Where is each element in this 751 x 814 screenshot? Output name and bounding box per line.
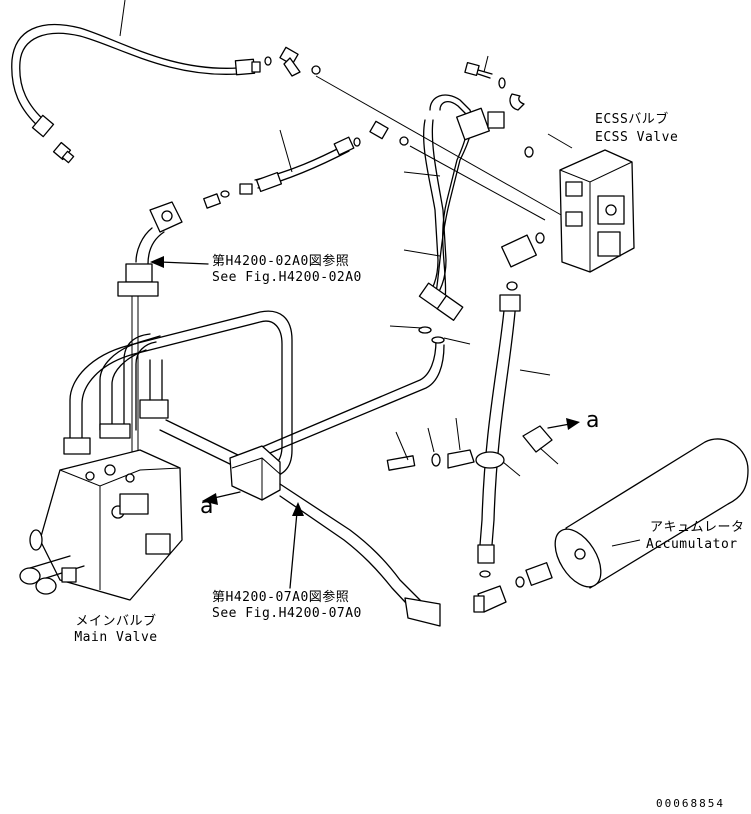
diagonal-pipes xyxy=(159,325,471,467)
right-hose xyxy=(477,281,551,578)
arrow-ref2 xyxy=(289,502,304,589)
reference-2-label-jp: 第H4200-07A0図参照 xyxy=(212,590,350,605)
accumulator-label-en: Accumulator xyxy=(646,537,738,552)
accumulator-fittings xyxy=(473,562,553,613)
left-fitting-block xyxy=(117,201,183,520)
ecss-valve-label-en: ECSS Valve xyxy=(595,130,679,145)
bolt-top xyxy=(464,55,525,111)
ecss-valve xyxy=(547,133,635,273)
reference-1-label-en: See Fig.H4200-02A0 xyxy=(212,270,362,285)
arrow-ref1 xyxy=(150,256,209,268)
reference-2-label-en: See Fig.H4200-07A0 xyxy=(212,606,362,621)
hose-clamps xyxy=(386,417,559,477)
arrow-a-left xyxy=(202,491,241,505)
accumulator-label-jp: アキュムレータ xyxy=(650,520,745,535)
callout-a-left: a xyxy=(200,494,214,519)
ecss-pipes xyxy=(403,94,505,321)
main-valve-label-en: Main Valve xyxy=(74,630,158,645)
callout-a-right: a xyxy=(586,408,600,433)
pipe-bracket xyxy=(229,445,281,501)
upper-hose xyxy=(11,0,261,164)
ecss-valve-label-jp: ECSSバルブ xyxy=(595,112,669,127)
drawing-number: 00068854 xyxy=(656,797,725,810)
accumulator xyxy=(554,438,749,589)
ecss-fittings xyxy=(501,146,545,268)
main-valve xyxy=(19,449,183,601)
reference-1-label-jp: 第H4200-02A0図参照 xyxy=(212,254,350,269)
arrow-a-right xyxy=(547,418,580,430)
elbow-fitting-top xyxy=(264,46,321,77)
middle-hose xyxy=(203,120,409,209)
main-valve-label-jp: メインバルブ xyxy=(75,614,157,629)
lower-pipe xyxy=(279,483,441,627)
